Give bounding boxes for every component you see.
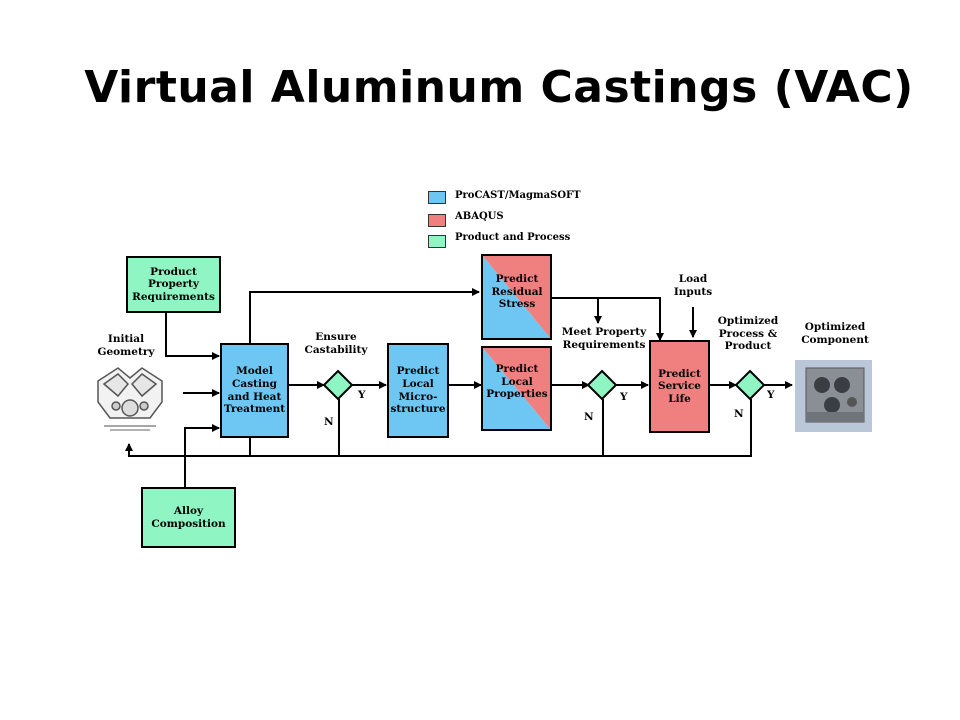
service-life-box[interactable]: Predict Service Life — [649, 340, 710, 433]
legend-swatch-product-process — [428, 235, 446, 248]
decision3-no-label: N — [734, 408, 744, 420]
legend-label-procast: ProCAST/MagmaSOFT — [455, 190, 581, 201]
residual-stress-fill — [481, 254, 552, 340]
decision3-yes-label: Y — [767, 389, 775, 401]
decision1-no-label: N — [324, 416, 334, 428]
engine-block-sketch-icon — [97, 367, 163, 431]
legend-swatch-abaqus — [428, 214, 446, 227]
decision-service — [734, 369, 766, 401]
alloy-composition-box[interactable]: Alloy Composition — [141, 487, 236, 548]
decision1-yes-label: Y — [358, 389, 366, 401]
legend-label-product-process: Product and Process — [455, 232, 571, 243]
local-microstructure-box[interactable]: Predict Local Micro- structure — [387, 343, 449, 438]
legend-label-abaqus: ABAQUS — [455, 211, 504, 222]
page-title: Virtual Aluminum Castings (VAC) — [84, 62, 914, 113]
local-properties-fill — [481, 346, 552, 431]
initial-geometry-label: Initial Geometry — [97, 333, 155, 358]
residual-stress-label[interactable]: Predict Residual Stress — [491, 273, 543, 311]
product-property-box[interactable]: Product Property Requirements — [126, 256, 221, 313]
legend-swatch-procast — [428, 191, 446, 204]
decision-castability — [322, 369, 354, 401]
local-properties-label[interactable]: Predict Local Properties — [486, 363, 548, 401]
model-casting-box[interactable]: Model Casting and Heat Treatment — [220, 343, 289, 438]
load-inputs-label: Load Inputs — [673, 273, 713, 298]
meet-property-label: Meet Property Requirements — [561, 326, 647, 351]
decision-property — [586, 369, 618, 401]
optimized-process-label: Optimized Process & Product — [717, 315, 779, 353]
ensure-castability-label: Ensure Castability — [304, 331, 368, 356]
engine-block-photo-icon — [795, 360, 872, 432]
decision2-no-label: N — [584, 411, 594, 423]
decision2-yes-label: Y — [620, 391, 628, 403]
optimized-component-label: Optimized Component — [801, 321, 869, 346]
